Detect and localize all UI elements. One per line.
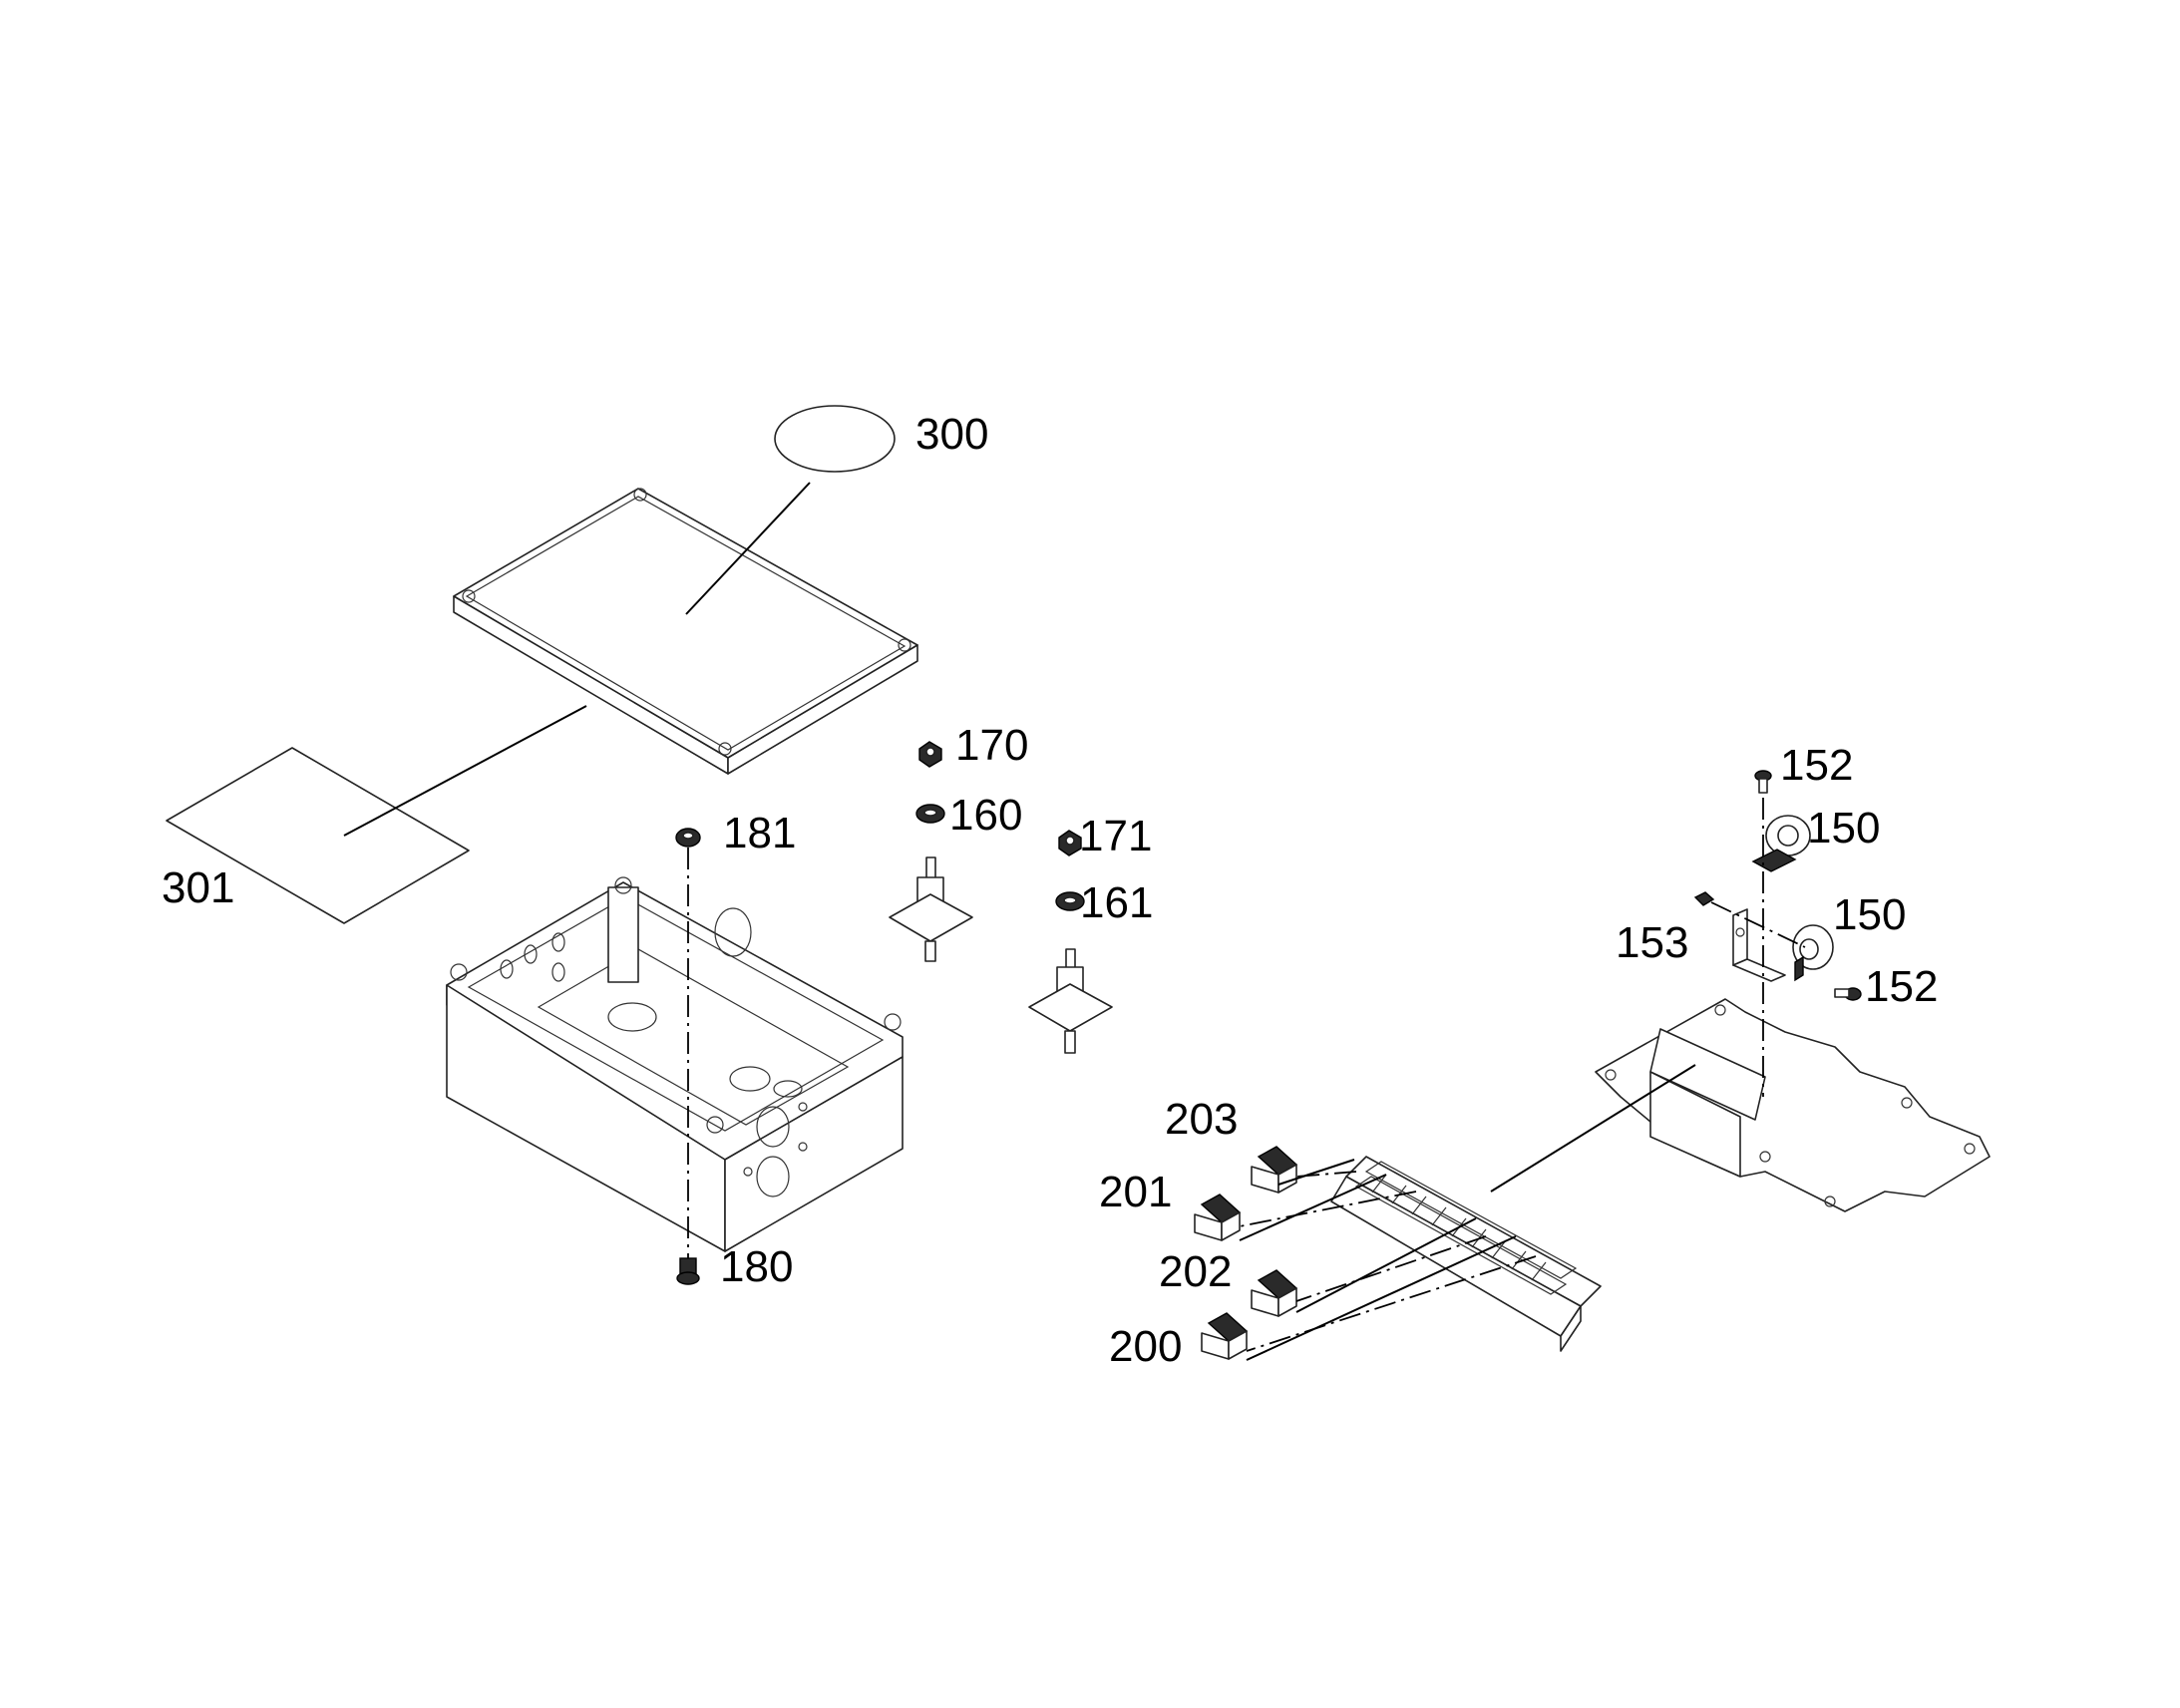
assembly-centerlines: [687, 798, 1806, 1352]
callout-200: 200: [1109, 1322, 1182, 1371]
callout-labels: 300 301 181 180 170 160 171 161 152 150 …: [162, 410, 1938, 1371]
label-sheet-301: [166, 747, 470, 924]
screw-152-top: [1754, 770, 1772, 794]
callout-160: 160: [949, 791, 1022, 840]
callout-180: 180: [720, 1242, 793, 1291]
terminal-stud-1: [889, 741, 973, 962]
nut-181: [675, 828, 701, 848]
callout-181: 181: [723, 809, 796, 857]
connector-203: [1251, 1146, 1298, 1194]
screw-180: [676, 1257, 700, 1285]
screw-152-bottom: [1834, 987, 1862, 1001]
callout-152-top: 152: [1780, 741, 1853, 790]
connector-201: [1194, 1194, 1242, 1241]
callout-161: 161: [1080, 878, 1153, 927]
callout-202: 202: [1159, 1247, 1232, 1296]
nameplate-300: [774, 405, 896, 473]
callout-152-bottom: 152: [1865, 962, 1938, 1011]
clamp-150-top: [1751, 815, 1811, 872]
bracket-153: [1693, 891, 1786, 982]
callout-301: 301: [162, 863, 234, 912]
terminal-stud-2: [1028, 830, 1113, 1054]
callout-150-top: 150: [1807, 804, 1880, 853]
terminal-rail: [1330, 1156, 1602, 1352]
callout-170: 170: [955, 721, 1028, 770]
enclosure-lid: [453, 488, 918, 775]
callout-171: 171: [1079, 812, 1152, 860]
callout-150-mid: 150: [1833, 890, 1906, 939]
connector-202: [1251, 1269, 1298, 1317]
mounting-plate: [1595, 998, 1991, 1212]
clamp-150-mid: [1792, 924, 1834, 982]
enclosure-box: [446, 876, 904, 1252]
connector-200: [1201, 1312, 1249, 1360]
leader-lines: [343, 482, 1696, 1361]
callout-300: 300: [915, 410, 988, 459]
callout-203: 203: [1165, 1095, 1238, 1144]
callout-201: 201: [1099, 1168, 1172, 1216]
callout-153: 153: [1616, 918, 1688, 967]
